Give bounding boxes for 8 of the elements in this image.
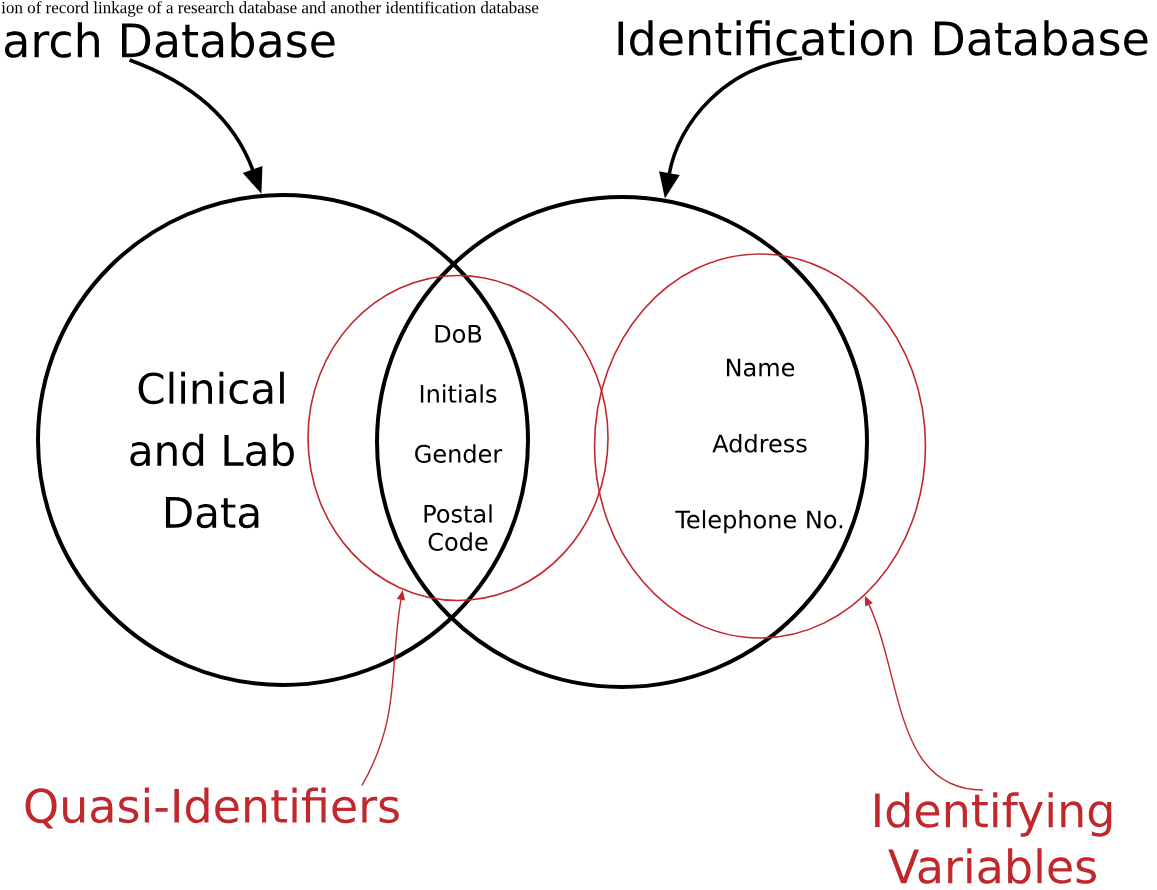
callout-label: Quasi-Identifiers xyxy=(25,787,399,829)
heading: arch Database xyxy=(4,22,335,58)
area-label: Clinical and Lab Data xyxy=(130,371,294,529)
database-circle xyxy=(375,195,869,689)
caption: ion of record linkage of a research database and another identification database xyxy=(1,1,539,17)
heading: Identification Database xyxy=(618,20,1148,56)
callout-label: Identifying Variables xyxy=(875,792,1112,884)
database-circle xyxy=(36,193,530,687)
